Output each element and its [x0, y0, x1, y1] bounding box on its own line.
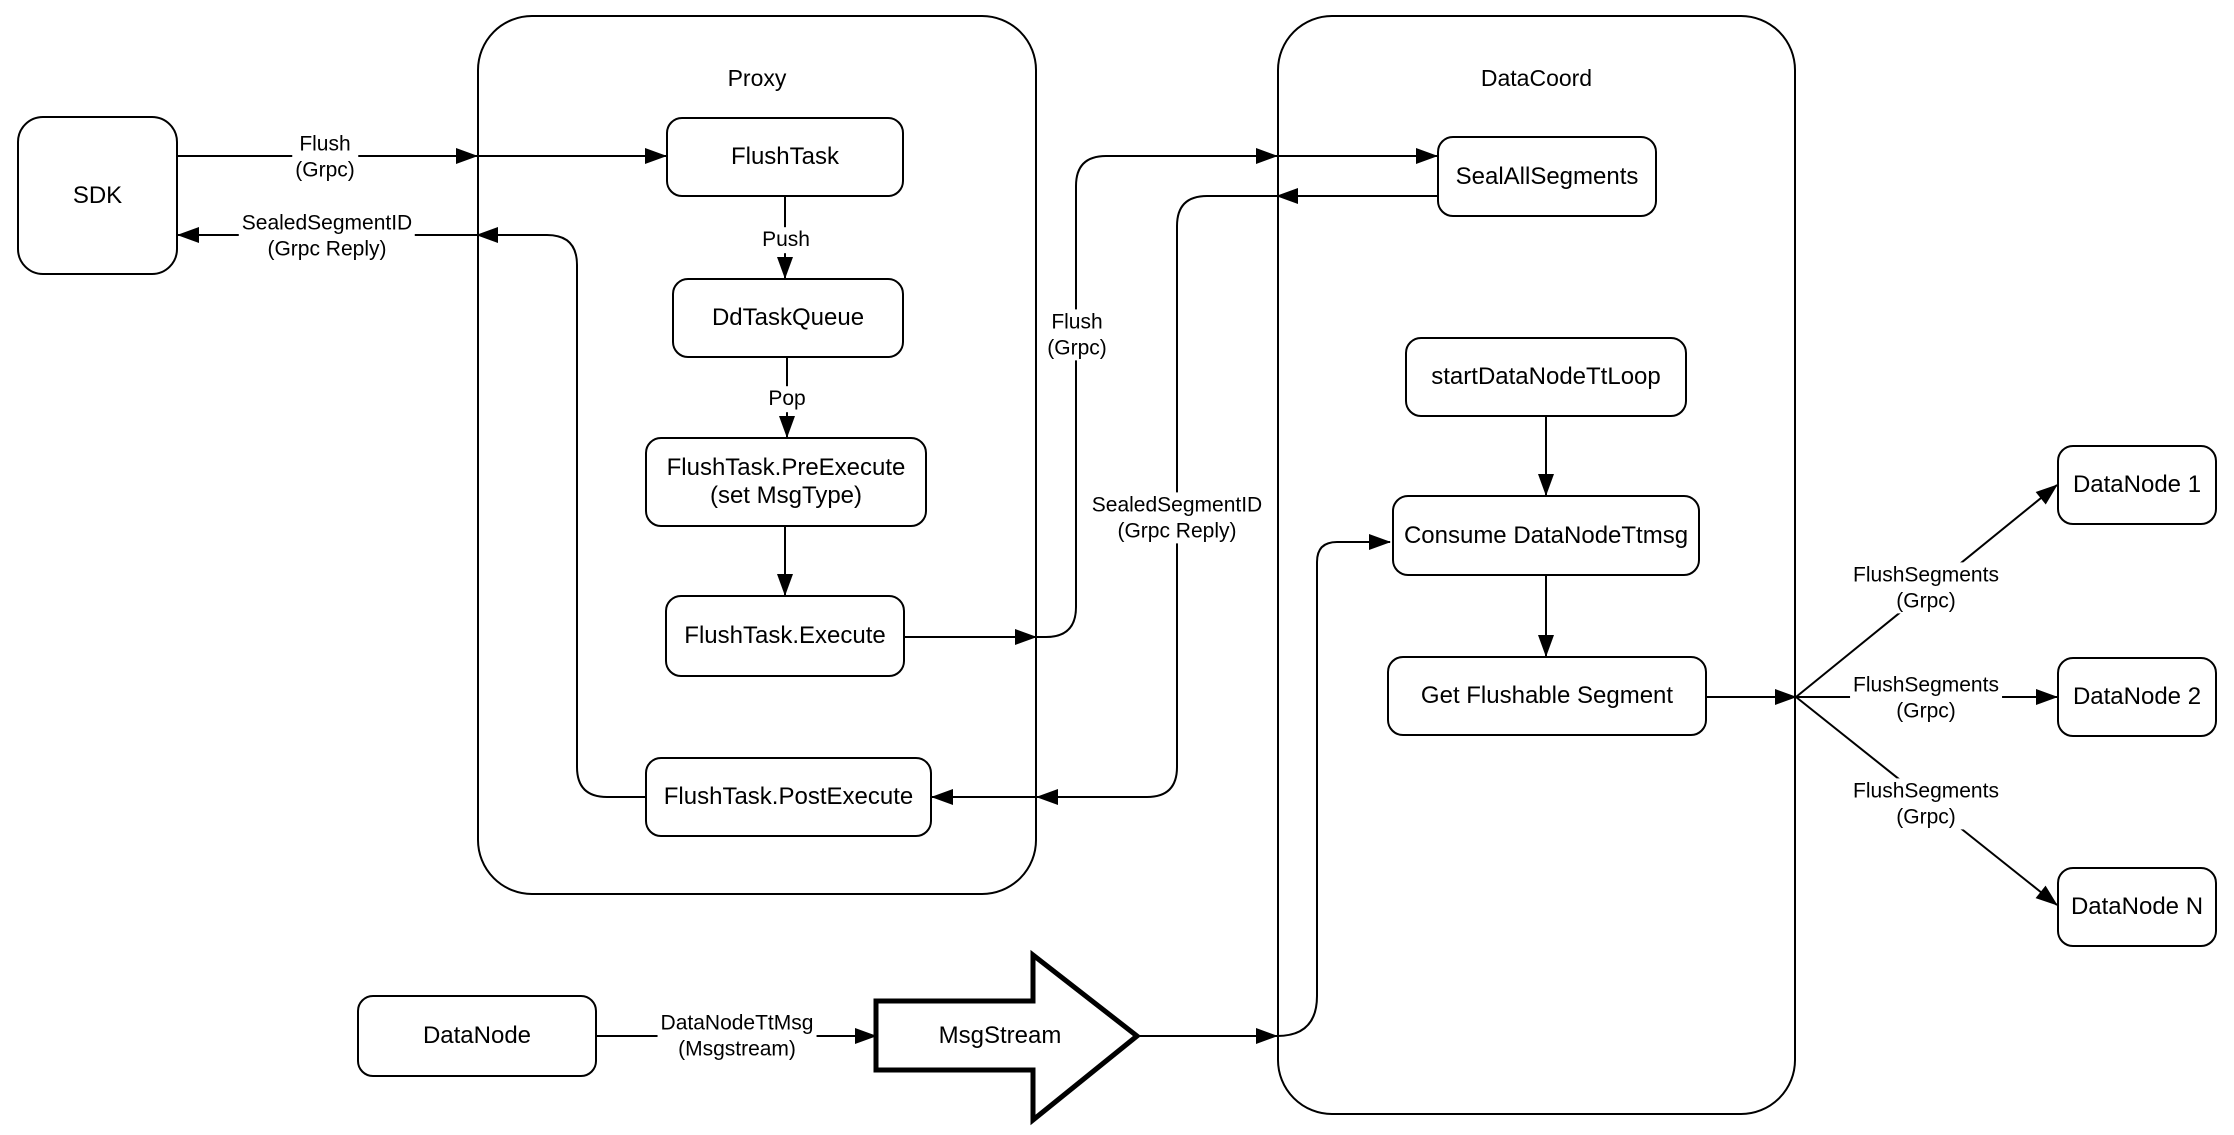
msgstream-block-arrow — [873, 949, 1142, 1126]
node-consume-datanodettmsg: Consume DataNodeTtmsg — [1392, 495, 1700, 576]
container-proxy-title: Proxy — [727, 65, 787, 91]
label-flush-grpc-mid: Flush (Grpc) — [1044, 309, 1110, 361]
node-flushtask: FlushTask — [666, 117, 904, 197]
label-sealedsegmentid-mid: SealedSegmentID (Grpc Reply) — [1088, 492, 1266, 544]
container-datacoord-title: DataCoord — [1480, 65, 1593, 91]
node-datanode: DataNode — [357, 995, 597, 1077]
container-proxy: Proxy — [477, 15, 1037, 895]
msgstream-block-label: MsgStream — [938, 1022, 1062, 1049]
label-push: Push — [759, 227, 813, 253]
edge-msgstream-up-to-consume — [1276, 534, 1391, 1037]
node-datanode-1: DataNode 1 — [2057, 445, 2217, 525]
node-datanode-n: DataNode N — [2057, 867, 2217, 947]
node-sealallsegments: SealAllSegments — [1437, 136, 1657, 217]
node-startdatanodettloop: startDataNodeTtLoop — [1405, 337, 1687, 417]
node-get-flushable-segment: Get Flushable Segment — [1387, 656, 1707, 736]
node-execute: FlushTask.Execute — [665, 595, 905, 677]
node-preexecute-line1: FlushTask.PreExecute — [666, 454, 906, 482]
label-pop: Pop — [765, 386, 809, 412]
node-postexecute: FlushTask.PostExecute — [645, 757, 932, 837]
node-ddtaskqueue: DdTaskQueue — [672, 278, 904, 358]
label-flushsegments-2: FlushSegments (Grpc) — [1850, 672, 2002, 724]
label-datanodettmsg: DataNodeTtMsg (Msgstream) — [657, 1010, 817, 1062]
label-sealedsegmentid-sdk: SealedSegmentID (Grpc Reply) — [238, 210, 416, 262]
label-flushsegments-3: FlushSegments (Grpc) — [1850, 778, 2002, 830]
label-flush-grpc-sdk: Flush (Grpc) — [292, 131, 358, 183]
node-preexecute-line2: (set MsgType) — [709, 482, 863, 509]
node-datanode-2: DataNode 2 — [2057, 657, 2217, 737]
node-preexecute: FlushTask.PreExecute (set MsgType) — [645, 437, 927, 527]
label-flushsegments-1: FlushSegments (Grpc) — [1850, 562, 2002, 614]
edge-postexecute-up-to-proxy-boundary — [476, 227, 645, 798]
edge-execute-up-to-datacoord-boundary — [1036, 148, 1278, 638]
container-datacoord: DataCoord — [1277, 15, 1796, 1115]
node-sdk: SDK — [17, 116, 178, 275]
